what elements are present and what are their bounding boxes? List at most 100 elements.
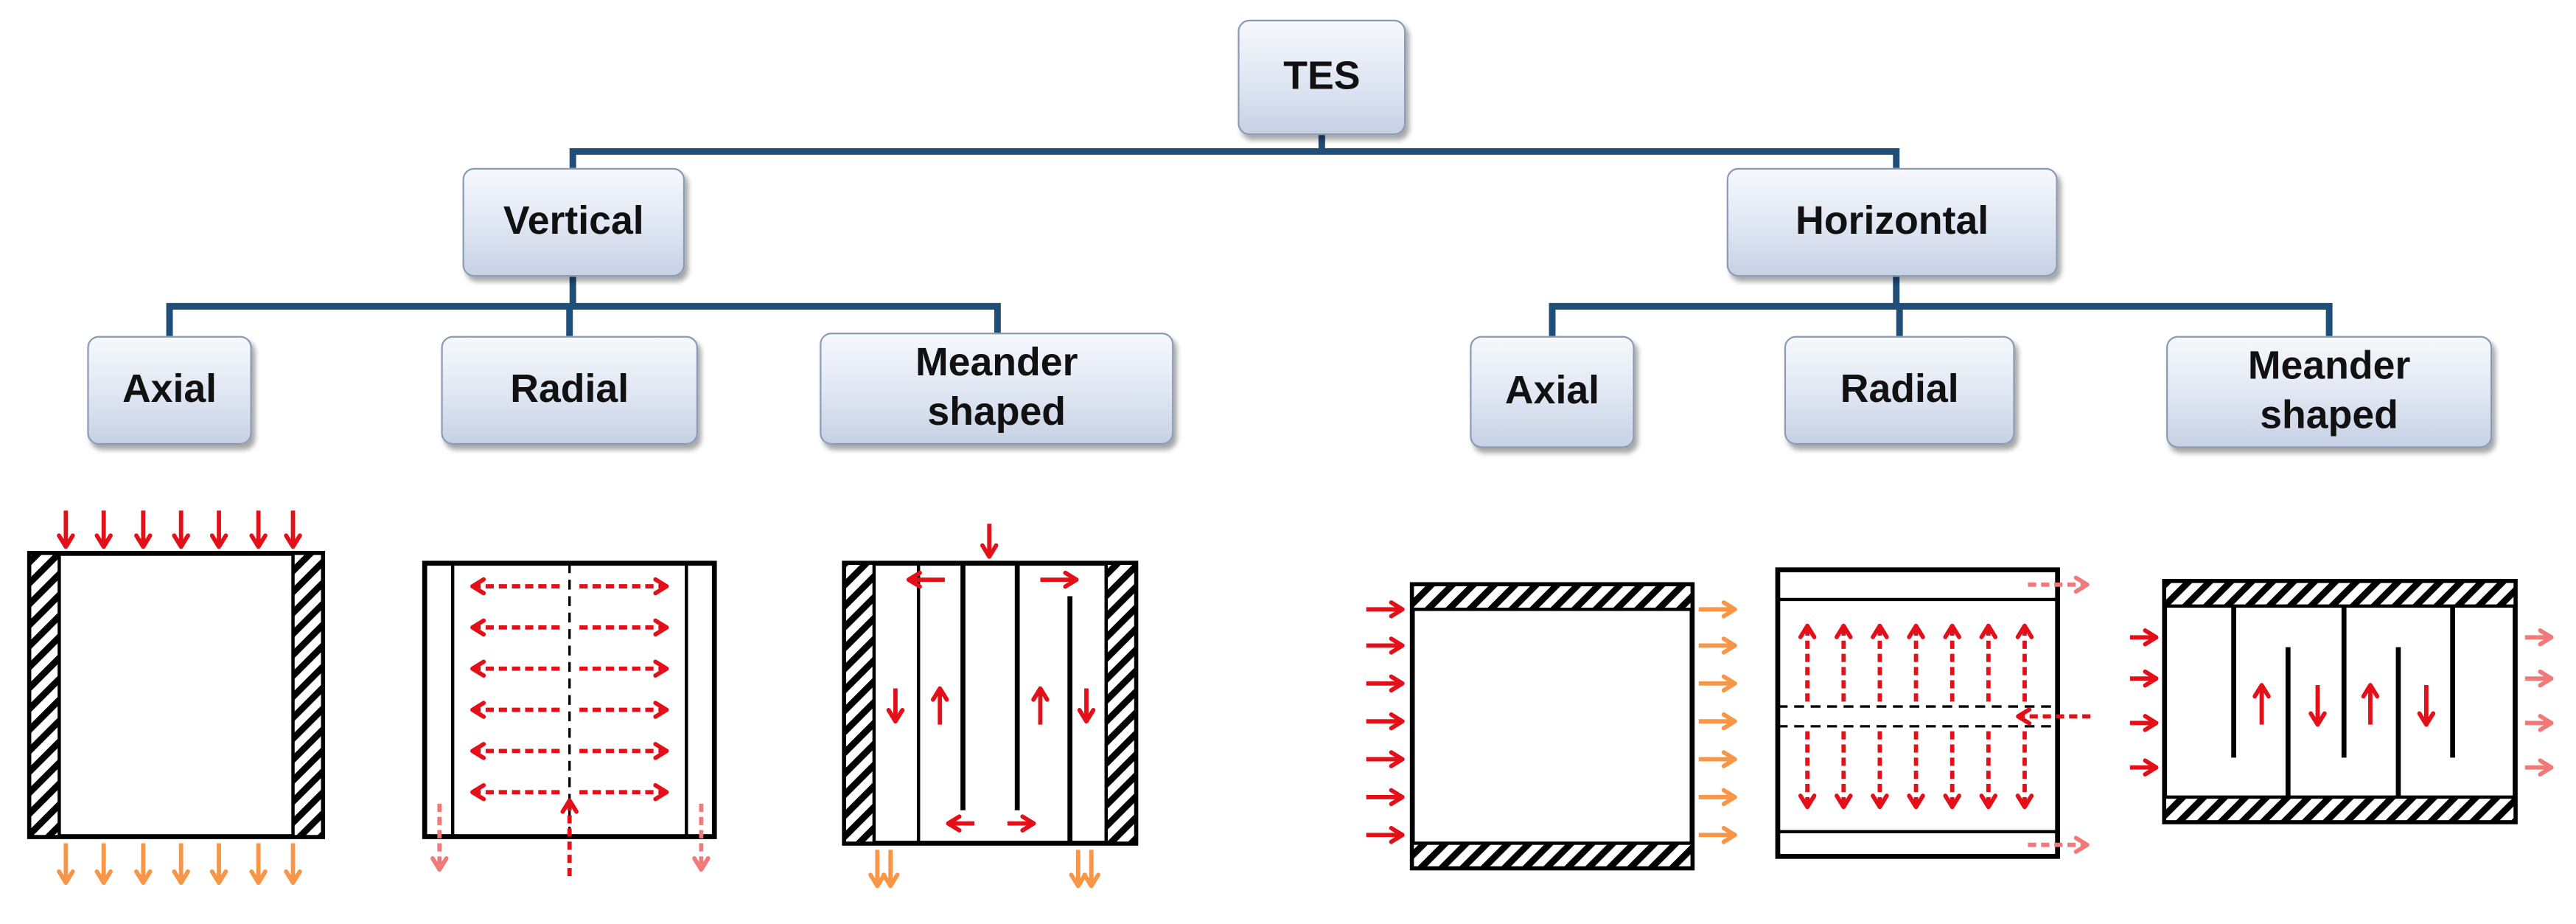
radial-arrow <box>579 618 669 637</box>
radial-arrow <box>1907 731 1925 810</box>
inlet-arrow <box>560 798 579 877</box>
node-vertical-radial: Radial <box>441 336 698 445</box>
radial-arrow <box>579 742 669 760</box>
radial-arrow <box>1943 623 1961 702</box>
vertical-meander-schematic <box>842 524 1139 889</box>
outflow-arrow <box>134 843 153 885</box>
vertical-radial-schematic <box>422 560 717 877</box>
inflow-arrow <box>1366 788 1405 807</box>
radial-arrow <box>470 782 560 802</box>
outflow-arrow <box>284 843 302 885</box>
outflow-arrow <box>57 843 75 885</box>
meander-arrow <box>2361 683 2380 725</box>
node-tes: TES <box>1238 19 1406 136</box>
meander-arrow <box>2417 685 2436 727</box>
meander-arrow <box>1040 570 1079 589</box>
node-vertical-axial-label: Axial <box>122 367 217 412</box>
outlet-arrow <box>430 803 449 872</box>
outlet-arrow <box>2028 575 2090 594</box>
inflow-arrow <box>1366 674 1405 693</box>
node-horizontal-meander: Meander shaped <box>2166 336 2493 448</box>
node-vertical-meander: Meander shaped <box>820 333 1174 445</box>
outflow-arrow <box>1698 788 1737 807</box>
outflow-arrow <box>1698 674 1737 693</box>
inflow-arrow <box>980 524 999 559</box>
node-horizontal-radial: Radial <box>1784 336 2015 445</box>
radial-arrow <box>2015 623 2034 702</box>
meander-arrow <box>2308 685 2327 727</box>
node-vertical-label: Vertical <box>503 199 644 244</box>
horizontal-radial-schematic <box>1775 567 2091 859</box>
inflow-arrow <box>2129 669 2159 688</box>
outflow-arrow <box>2524 669 2554 688</box>
radial-arrow <box>470 701 560 719</box>
tree-connectors <box>166 135 2333 336</box>
meander-arrow <box>946 814 975 833</box>
radial-arrow <box>470 659 560 678</box>
outflow-arrow <box>1698 750 1737 768</box>
connector-line <box>569 135 1900 168</box>
radial-arrow <box>579 577 669 596</box>
radial-arrow <box>1979 623 1998 702</box>
horizontal-axial-schematic <box>1366 582 1737 871</box>
outlet-arrow <box>692 803 711 872</box>
inflow-arrow <box>172 510 190 549</box>
outflow-arrow <box>2524 758 2554 777</box>
outflow-arrow <box>249 843 268 885</box>
radial-arrow <box>470 577 560 596</box>
inflow-arrow <box>94 510 113 549</box>
outflow-arrow <box>1698 636 1737 655</box>
inlet-arrow <box>2016 707 2091 726</box>
vertical-axial-schematic <box>27 510 326 885</box>
meander-arrow <box>886 688 905 724</box>
outflow-arrow <box>1698 600 1737 619</box>
meander-arrow <box>1077 688 1096 724</box>
meander-arrow <box>930 686 949 725</box>
node-vertical-meander-label: Meander shaped <box>915 341 1078 435</box>
radial-arrow <box>579 659 669 678</box>
connector-line <box>166 277 1001 336</box>
node-horizontal-meander-label: Meander shaped <box>2247 344 2411 439</box>
outflow-arrow <box>1698 712 1737 731</box>
outflow-arrow <box>881 850 900 889</box>
meander-arrow <box>2252 683 2271 725</box>
meander-arrow <box>1007 814 1036 833</box>
node-horizontal-label: Horizontal <box>1795 199 1989 244</box>
horizontal-meander-schematic <box>2129 579 2554 824</box>
node-vertical: Vertical <box>462 167 685 277</box>
radial-arrow <box>1943 731 1961 810</box>
node-horizontal-axial: Axial <box>1470 336 1635 448</box>
radial-arrow <box>470 742 560 760</box>
radial-arrow <box>470 618 560 637</box>
inflow-arrow <box>1366 636 1405 655</box>
connector-line <box>1549 277 2333 336</box>
outflow-arrow <box>94 843 113 885</box>
node-vertical-radial-label: Radial <box>510 367 629 412</box>
node-horizontal-axial-label: Axial <box>1504 369 1600 414</box>
inflow-arrow <box>2129 714 2159 732</box>
inflow-arrow <box>2129 758 2159 777</box>
inflow-arrow <box>2129 628 2159 647</box>
outflow-arrow <box>1069 850 1088 889</box>
radial-arrow <box>1871 623 1889 702</box>
radial-arrow <box>1871 731 1889 810</box>
outflow-arrow <box>868 850 887 889</box>
radial-arrow <box>1798 623 1817 702</box>
inflow-arrow <box>249 510 268 549</box>
radial-arrow <box>1979 731 1998 810</box>
node-horizontal: Horizontal <box>1726 167 2058 277</box>
inflow-arrow <box>1366 712 1405 731</box>
outflow-arrow <box>209 843 228 885</box>
meander-arrow <box>1031 686 1050 725</box>
radial-arrow <box>579 701 669 719</box>
inflow-arrow <box>1366 750 1405 768</box>
outflow-arrow <box>2524 628 2554 647</box>
radial-arrow <box>1907 623 1925 702</box>
inflow-arrow <box>1366 826 1405 844</box>
meander-arrow <box>906 570 945 589</box>
radial-arrow <box>1835 731 1853 810</box>
radial-arrow <box>1835 623 1853 702</box>
node-horizontal-radial-label: Radial <box>1840 367 1959 412</box>
